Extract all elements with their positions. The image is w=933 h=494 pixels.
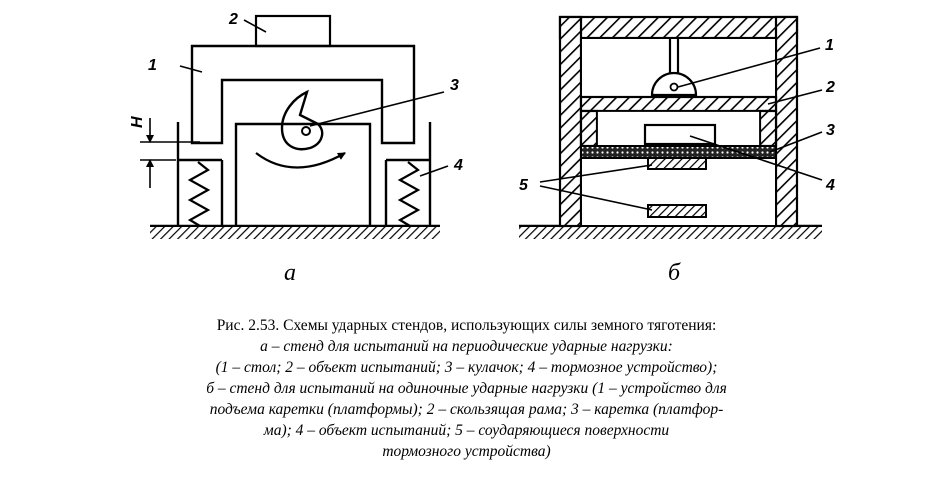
label-a-3: 3: [450, 77, 459, 94]
figure-caption: Рис. 2.53. Схемы ударных стендов, исполь…: [20, 315, 913, 462]
height-dimension: [140, 118, 200, 188]
caption-line-a: а – стенд для испытаний на периодические…: [260, 338, 673, 355]
spring-left: [187, 161, 211, 227]
label-a-2: 2: [228, 11, 238, 28]
label-a-1: 1: [148, 57, 157, 74]
caption-line-b-items-1: подъема каретки (платформы); 2 – скользя…: [209, 401, 724, 418]
leaders-a: [179, 19, 449, 177]
caption-line-a-items: (1 – стол; 2 – объект испытаний; 3 – кул…: [215, 359, 718, 376]
caption-line-b-items-2: ма); 4 – объект испытаний; 5 – соударяющ…: [263, 422, 670, 439]
label-b-2: 2: [825, 79, 835, 96]
spring-right: [397, 161, 421, 227]
label-b-5: 5: [519, 177, 529, 194]
rotation-arrow: [255, 152, 346, 169]
diagram-a: [140, 14, 449, 239]
carriage: [580, 145, 777, 159]
subfigure-label-a: a: [284, 260, 296, 286]
right-support: [384, 122, 432, 227]
label-b-4: 4: [825, 177, 835, 194]
table-a: [190, 44, 416, 145]
diagram-b: [519, 15, 823, 239]
impact-surface-upper: [647, 157, 707, 170]
subfigure-label-b: б: [668, 260, 681, 286]
cam-housing: [234, 122, 372, 226]
label-b-3: 3: [826, 122, 835, 139]
test-object-a: [254, 14, 332, 48]
cam: [280, 89, 324, 151]
label-a-4: 4: [453, 157, 463, 174]
caption-title: Рис. 2.53. Схемы ударных стендов, исполь…: [216, 317, 717, 334]
caption-line-b: б – стенд для испытаний на одиночные уда…: [206, 380, 727, 397]
leaders-b: [539, 47, 823, 211]
impact-surface-lower: [647, 204, 707, 218]
label-b-1: 1: [825, 37, 834, 54]
ground-a: [150, 224, 440, 239]
lifting-device: [650, 38, 698, 97]
caption-line-b-items-3: тормозного устройства): [382, 443, 551, 460]
shock-stand-diagrams: 2 1 3 4 H a: [129, 11, 835, 286]
ground-b: [519, 224, 822, 239]
left-support: [176, 122, 224, 227]
label-a-h: H: [129, 116, 146, 128]
